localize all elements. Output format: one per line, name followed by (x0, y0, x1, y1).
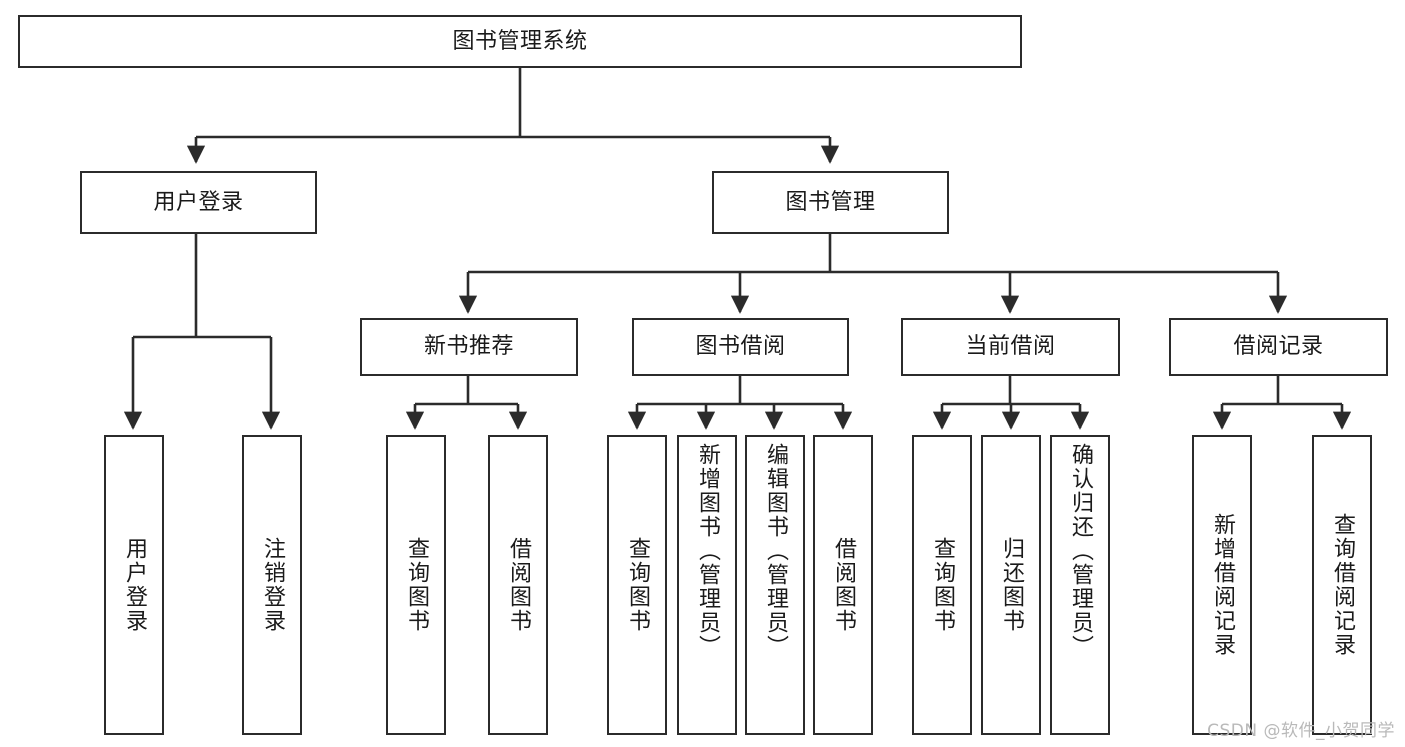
leaf-user-login-login[interactable]: 用户登录 (104, 435, 164, 735)
leaf-borrow-query-books[interactable]: 查询图书 (607, 435, 667, 735)
node-current-borrow[interactable]: 当前借阅 (901, 318, 1120, 376)
leaf-record-add-record[interactable]: 新增借阅记录 (1192, 435, 1252, 735)
leaf-user-login-logout[interactable]: 注销登录 (242, 435, 302, 735)
node-book-management[interactable]: 图书管理 (712, 171, 949, 234)
leaf-label: 查询借阅记录 (1330, 513, 1355, 657)
leaf-label: 查询图书 (930, 537, 955, 633)
leaf-current-query-books[interactable]: 查询图书 (912, 435, 972, 735)
node-root[interactable]: 图书管理系统 (18, 15, 1022, 68)
leaf-label: 借阅图书 (506, 537, 531, 633)
leaf-label: 用户登录 (122, 537, 147, 633)
node-book-management-label: 图书管理 (785, 189, 876, 215)
leaf-record-query-record[interactable]: 查询借阅记录 (1312, 435, 1372, 735)
leaf-borrow-borrow-books[interactable]: 借阅图书 (813, 435, 873, 735)
node-borrow-record-label: 借阅记录 (1233, 334, 1324, 360)
leaf-label: 查询图书 (625, 537, 650, 633)
node-new-book-recommend-label: 新书推荐 (423, 334, 514, 360)
leaf-label: 新增图书（管理员） (695, 443, 720, 659)
leaf-borrow-add-book-admin[interactable]: 新增图书（管理员） (677, 435, 737, 735)
node-new-book-recommend[interactable]: 新书推荐 (360, 318, 578, 376)
leaf-label: 确认归还（管理员） (1068, 443, 1093, 659)
leaf-label: 归还图书 (999, 537, 1024, 633)
leaf-newbook-query-books[interactable]: 查询图书 (386, 435, 446, 735)
leaf-current-confirm-return-admin[interactable]: 确认归还（管理员） (1050, 435, 1110, 735)
leaf-label: 查询图书 (404, 537, 429, 633)
node-user-login[interactable]: 用户登录 (80, 171, 317, 234)
node-current-borrow-label: 当前借阅 (965, 334, 1056, 360)
leaf-current-return-books[interactable]: 归还图书 (981, 435, 1041, 735)
leaf-label: 借阅图书 (831, 537, 856, 633)
node-book-borrow[interactable]: 图书借阅 (632, 318, 849, 376)
node-root-label: 图书管理系统 (452, 28, 588, 54)
leaf-newbook-borrow-books[interactable]: 借阅图书 (488, 435, 548, 735)
node-book-borrow-label: 图书借阅 (695, 334, 786, 360)
leaf-borrow-edit-book-admin[interactable]: 编辑图书（管理员） (745, 435, 805, 735)
node-borrow-record[interactable]: 借阅记录 (1169, 318, 1388, 376)
leaf-label: 新增借阅记录 (1210, 513, 1235, 657)
leaf-label: 注销登录 (260, 537, 285, 633)
node-user-login-label: 用户登录 (153, 189, 244, 215)
leaf-label: 编辑图书（管理员） (763, 443, 788, 659)
